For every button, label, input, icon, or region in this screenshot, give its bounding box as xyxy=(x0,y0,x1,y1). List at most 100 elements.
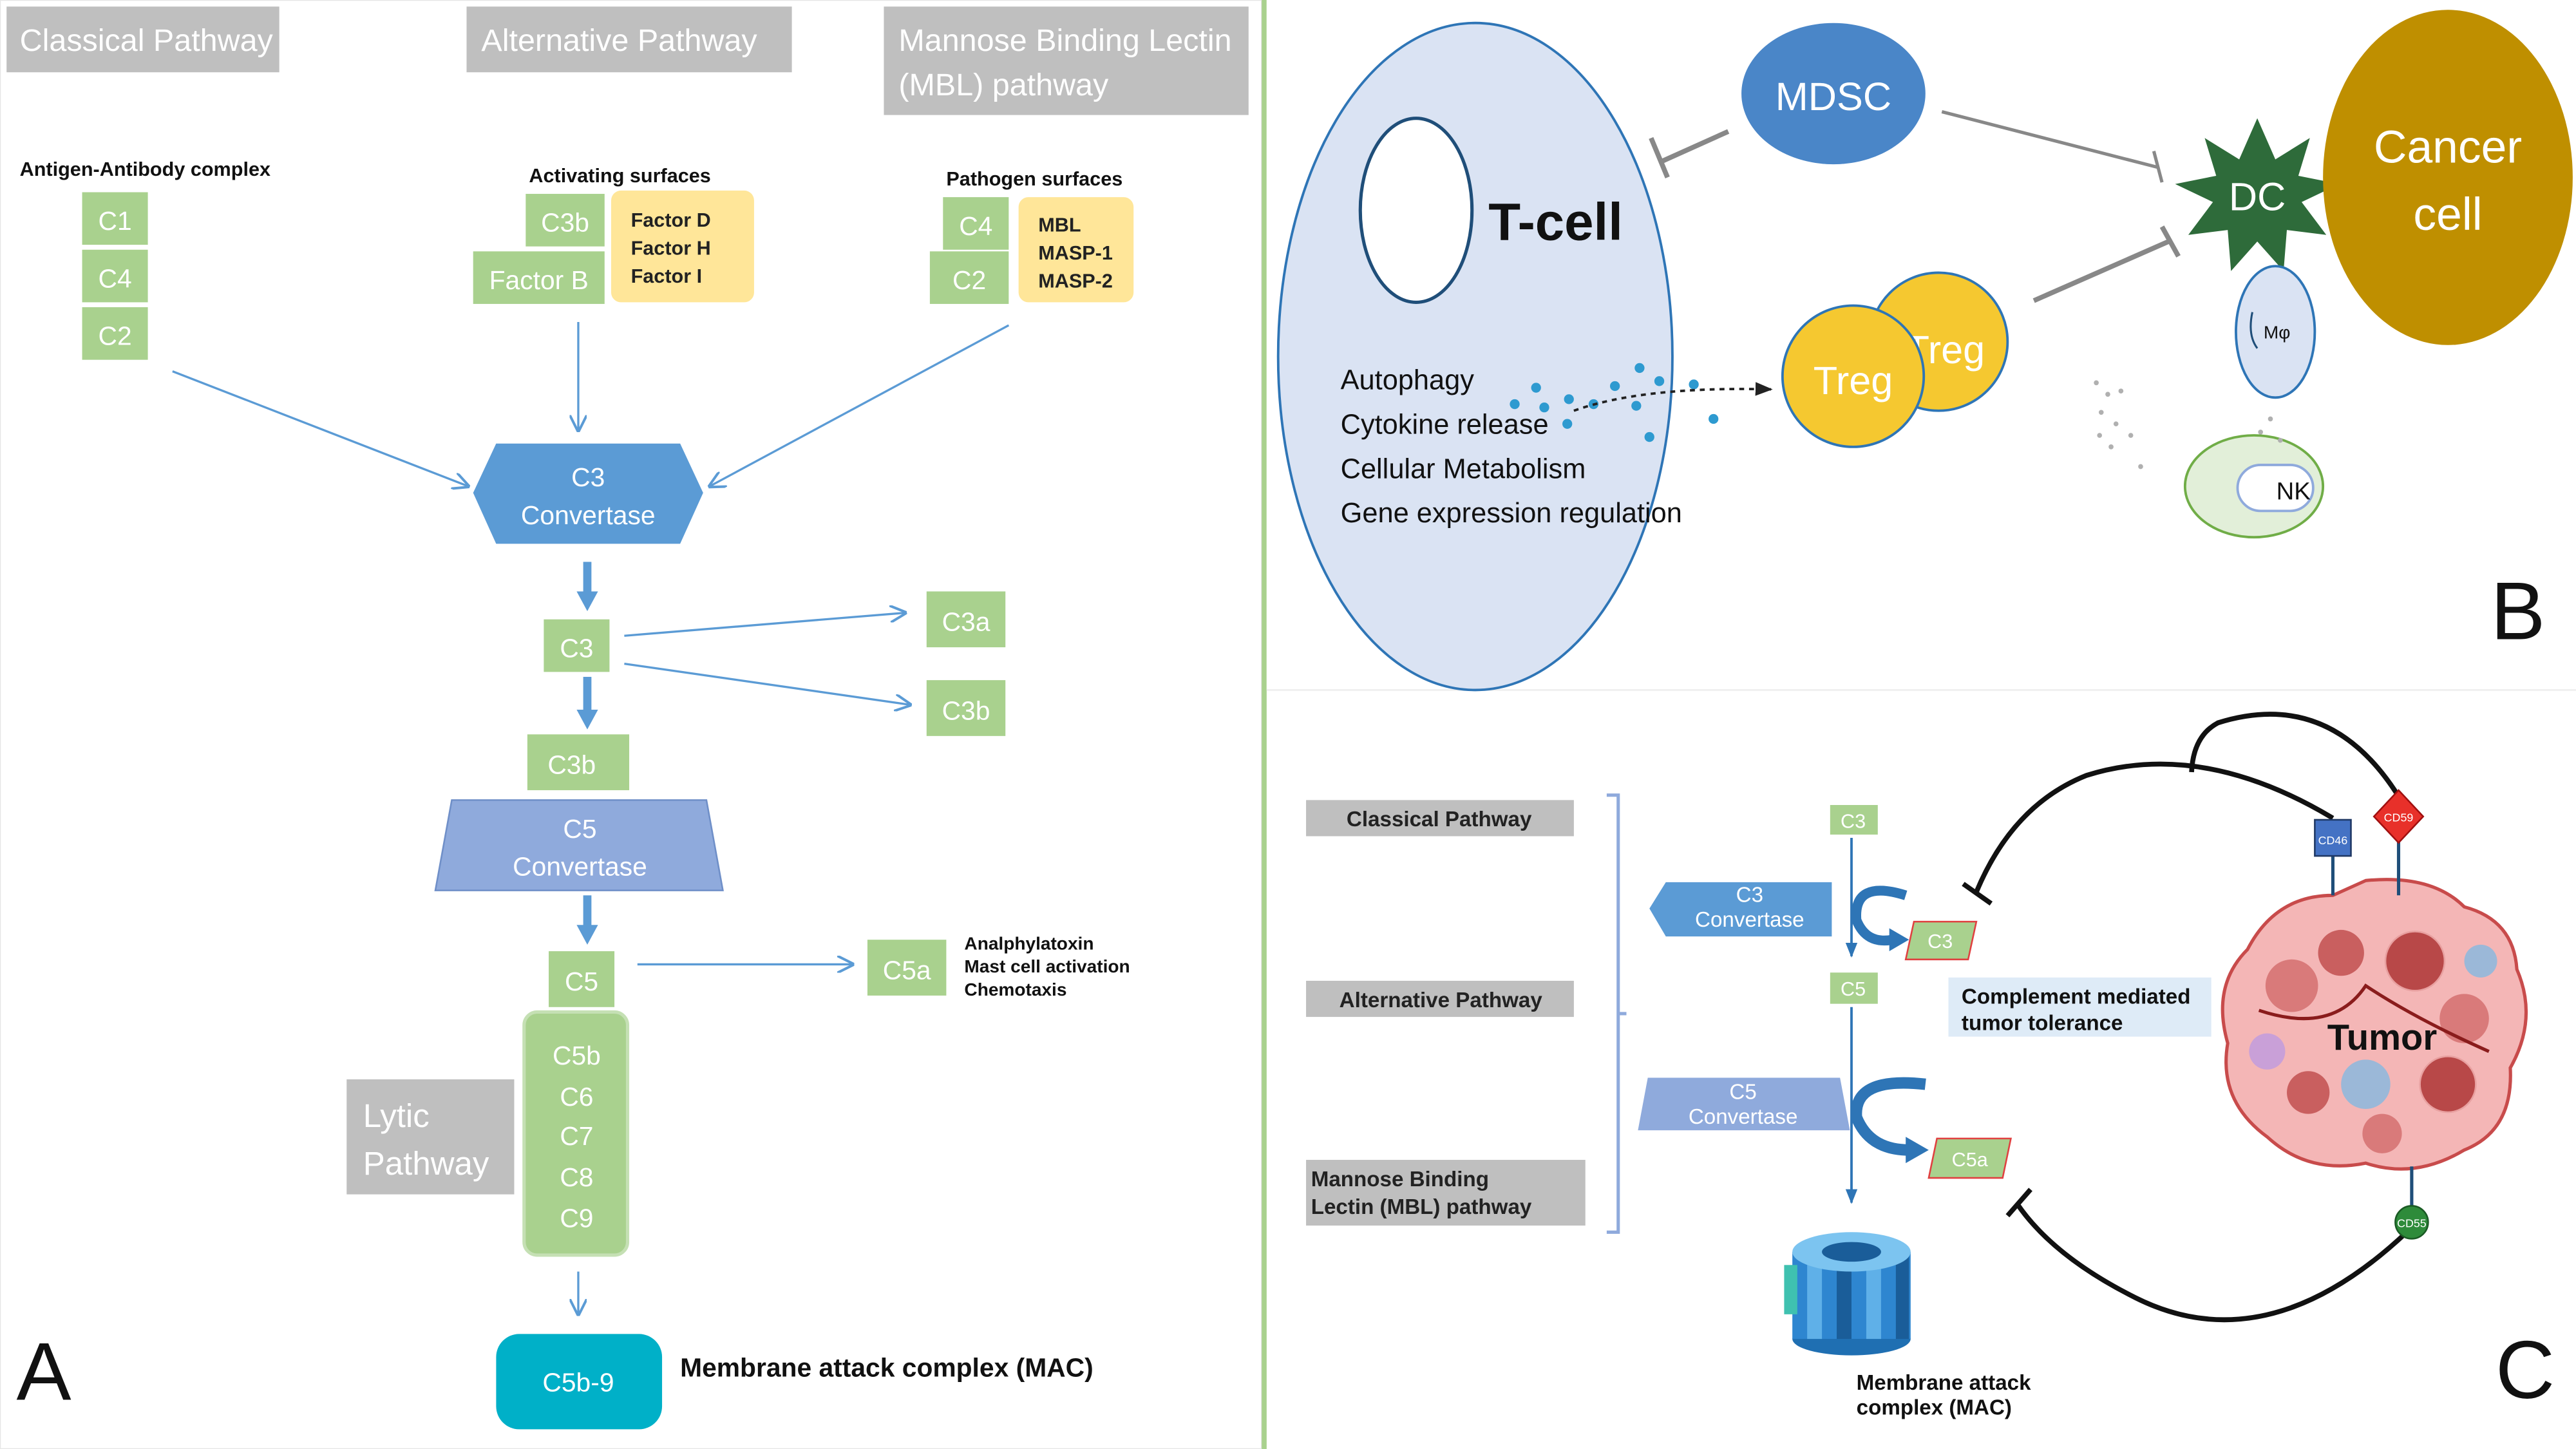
tolerance-line2: tumor tolerance xyxy=(1962,1011,2123,1035)
panel-a-letter: A xyxy=(17,1326,71,1417)
cytokine-gray-dots xyxy=(2094,380,2283,469)
c6-label: C6 xyxy=(560,1082,593,1112)
cd59-marker xyxy=(2372,789,2425,844)
classical-components: C1 C4 C2 xyxy=(82,192,148,360)
cd46-label: CD46 xyxy=(2318,834,2348,847)
c5-convertase-line2: Convertase xyxy=(513,852,647,882)
lytic-label-line1: Lytic xyxy=(363,1097,430,1134)
mdsc-inhibit-tcell xyxy=(1649,129,1730,178)
c3-cleavage-arrowhead xyxy=(1889,928,1909,952)
c4-label: C4 xyxy=(98,263,131,293)
mbl-label: MBL xyxy=(1038,214,1081,236)
cancer-label-line2: cell xyxy=(2413,189,2482,240)
activating-surfaces-label: Activating surfaces xyxy=(529,165,710,187)
treg-inhibit-dc xyxy=(2032,225,2181,303)
tcell-nucleus xyxy=(1358,117,1474,304)
c3-cleavage-arrows xyxy=(624,613,910,705)
c1-label: C1 xyxy=(98,206,131,236)
cd55-inhibition-curve xyxy=(2015,1202,2409,1323)
mac-label: Membrane attack complex (MAC) xyxy=(680,1353,1094,1383)
masp2-label: MASP-2 xyxy=(1038,270,1113,292)
c5-cleavage-curve xyxy=(1850,1077,1926,1156)
c-c3-convertase-line1: C3 xyxy=(1736,884,1763,907)
macrophage-label: Mφ xyxy=(2264,323,2291,343)
c-c5-box xyxy=(1830,972,1878,1004)
c-c5a-box xyxy=(1927,1137,2012,1179)
c-classical-box xyxy=(1306,800,1574,837)
c-mac-line1: Membrane attack xyxy=(1857,1371,2031,1395)
treg-front-cell xyxy=(1781,304,1926,448)
c3b-product-label: C3b xyxy=(942,696,990,725)
mast-cell-label: Mast cell activation xyxy=(964,956,1130,976)
pathway-arrows xyxy=(172,321,1010,486)
c-alternative-box xyxy=(1306,980,1574,1018)
tolerance-line1: Complement mediated xyxy=(1962,985,2191,1009)
c4-mbl-label: C4 xyxy=(959,211,992,241)
c-c5-convertase-line2: Convertase xyxy=(1689,1105,1798,1129)
alternative-pathway-header: Alternative Pathway xyxy=(466,6,792,73)
c3a-label: C3a xyxy=(942,607,990,637)
c9-label: C9 xyxy=(560,1204,593,1233)
cd55-marker xyxy=(2394,1205,2429,1240)
c8-label: C8 xyxy=(560,1162,593,1192)
c-c3-convertase-node xyxy=(1649,882,1832,937)
c-c3-convertase-line2: Convertase xyxy=(1695,908,1804,932)
c-mbl-label-line2: Lectin (MBL) pathway xyxy=(1311,1195,1532,1219)
c-c3-top-label: C3 xyxy=(1841,811,1866,833)
mdsc-cell xyxy=(1741,23,1926,165)
c-c5-convertase-node xyxy=(1638,1077,1850,1131)
c3-convertase-line1: C3 xyxy=(571,462,605,492)
c-c3-out-box xyxy=(1904,920,1978,961)
panel-c-letter: C xyxy=(2496,1325,2555,1416)
dc-cell xyxy=(2175,118,2340,271)
tcell-body xyxy=(1276,21,1674,692)
c5b-label: C5b xyxy=(553,1041,601,1070)
masp1-label: MASP-1 xyxy=(1038,242,1113,264)
panel-b-letter: B xyxy=(2490,565,2545,657)
lytic-label-line2: Pathway xyxy=(363,1145,489,1182)
mac-pore-icon xyxy=(1784,1232,1911,1356)
c3b-alt-label: C3b xyxy=(541,208,589,238)
c-mbl-label-line1: Mannose Binding xyxy=(1311,1168,1489,1191)
pathway-bracket xyxy=(1606,793,1627,1234)
c3-convertase-node: C3 Convertase xyxy=(473,443,703,544)
lytic-pathway-box xyxy=(346,1079,515,1195)
dc-label: DC xyxy=(2229,175,2286,219)
c3-cleavage-curve xyxy=(1851,886,1908,945)
classical-pathway-label: Classical Pathway xyxy=(20,23,274,58)
chemotaxis-label: Chemotaxis xyxy=(964,980,1066,999)
c3b-step-box xyxy=(527,734,630,791)
alternative-components: C3b Factor B Factor D Factor H Factor I xyxy=(473,190,754,304)
tumor-icon xyxy=(2221,878,2528,1171)
c3a-box xyxy=(926,591,1006,648)
anaphylatoxin-label: Analphylatoxin xyxy=(964,933,1094,953)
nk-label: NK xyxy=(2277,478,2311,506)
terminal-complex-box xyxy=(522,1010,630,1257)
panel-b: T-cell Autophagy Cytokine release Cellul… xyxy=(1266,0,2576,692)
cd59-loop xyxy=(2189,712,2404,803)
factor-i-label: Factor I xyxy=(631,265,703,287)
macrophage-granule xyxy=(2249,312,2259,349)
factor-b-label: Factor B xyxy=(489,265,589,295)
treg-front-label: Treg xyxy=(1814,359,1893,402)
c3b-step-label: C3b xyxy=(547,750,596,780)
factor-h-label: Factor H xyxy=(631,237,711,259)
c5a-label: C5a xyxy=(883,955,931,985)
c3b-product-box xyxy=(926,680,1006,736)
panel-c: Classical Pathway Alternative Pathway Ma… xyxy=(1306,712,2555,1419)
cytokine-dots xyxy=(1510,363,1719,442)
mac-box-label: C5b-9 xyxy=(542,1368,614,1397)
cancer-label-line1: Cancer xyxy=(2374,122,2522,173)
pathogen-surfaces-label: Pathogen surfaces xyxy=(946,168,1122,190)
c-mac-line2: complex (MAC) xyxy=(1857,1396,2012,1419)
macrophage-cell xyxy=(2235,265,2316,399)
c-mbl-box xyxy=(1306,1160,1586,1226)
c3-box xyxy=(544,619,610,672)
cd55-label: CD55 xyxy=(2397,1217,2427,1230)
cd55-inhibition-bar xyxy=(2005,1188,2032,1218)
c-c5-convertase-line1: C5 xyxy=(1729,1081,1756,1104)
panel-divider xyxy=(1262,0,1267,1449)
function-autophagy: Autophagy xyxy=(1341,365,1475,396)
mbl-pathway-header: Mannose Binding Lectin (MBL) pathway xyxy=(884,6,1249,115)
